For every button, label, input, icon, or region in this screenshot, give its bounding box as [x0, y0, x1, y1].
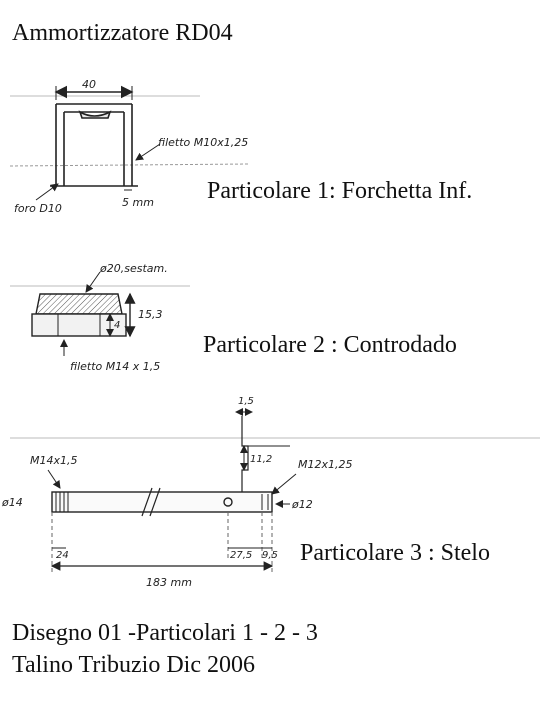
caption-particolare-2: Particolare 2 : Controdado — [203, 332, 457, 358]
locknut-drawing — [10, 271, 190, 356]
rod-drawing — [10, 408, 540, 572]
fork-thread-label: filetto M10x1,25 — [158, 136, 248, 149]
rod-total-length-label: 183 mm — [146, 576, 192, 589]
fork-width-label: 40 — [82, 78, 96, 91]
rod-thread-right-label: M12x1,25 — [298, 458, 353, 471]
rod-dim-mid-label: 27,5 — [230, 550, 252, 561]
fork-drawing — [9, 85, 251, 201]
fork-gap-label: 5 mm — [122, 196, 154, 209]
rod-dim-right-label: 9,5 — [262, 550, 278, 561]
rod-step-height-label: 11,2 — [250, 454, 272, 465]
caption-particolare-1: Particolare 1: Forchetta Inf. — [207, 178, 473, 204]
rod-thread-left-label: M14x1,5 — [30, 454, 78, 467]
fork-hole-label: foro D10 — [14, 202, 62, 215]
drawing-title: Ammortizzatore RD04 — [12, 20, 233, 46]
rod-diameter-left-label: ø14 — [1, 496, 23, 509]
rod-step-width-label: 1,5 — [238, 396, 254, 407]
caption-particolare-3: Particolare 3 : Stelo — [300, 540, 490, 566]
locknut-thread-label: filetto M14 x 1,5 — [70, 360, 160, 373]
rod-dim-left-label: 24 — [56, 550, 69, 561]
locknut-diameter-label: ø20,sestam. — [99, 262, 168, 275]
locknut-height-nut-label: 4 — [114, 320, 120, 331]
footer-line-1: Disegno 01 -Particolari 1 - 2 - 3 — [12, 620, 318, 646]
footer-line-2: Talino Tribuzio Dic 2006 — [12, 652, 255, 678]
locknut-height-total-label: 15,3 — [138, 308, 163, 321]
rod-diameter-right-label: ø12 — [291, 498, 313, 511]
